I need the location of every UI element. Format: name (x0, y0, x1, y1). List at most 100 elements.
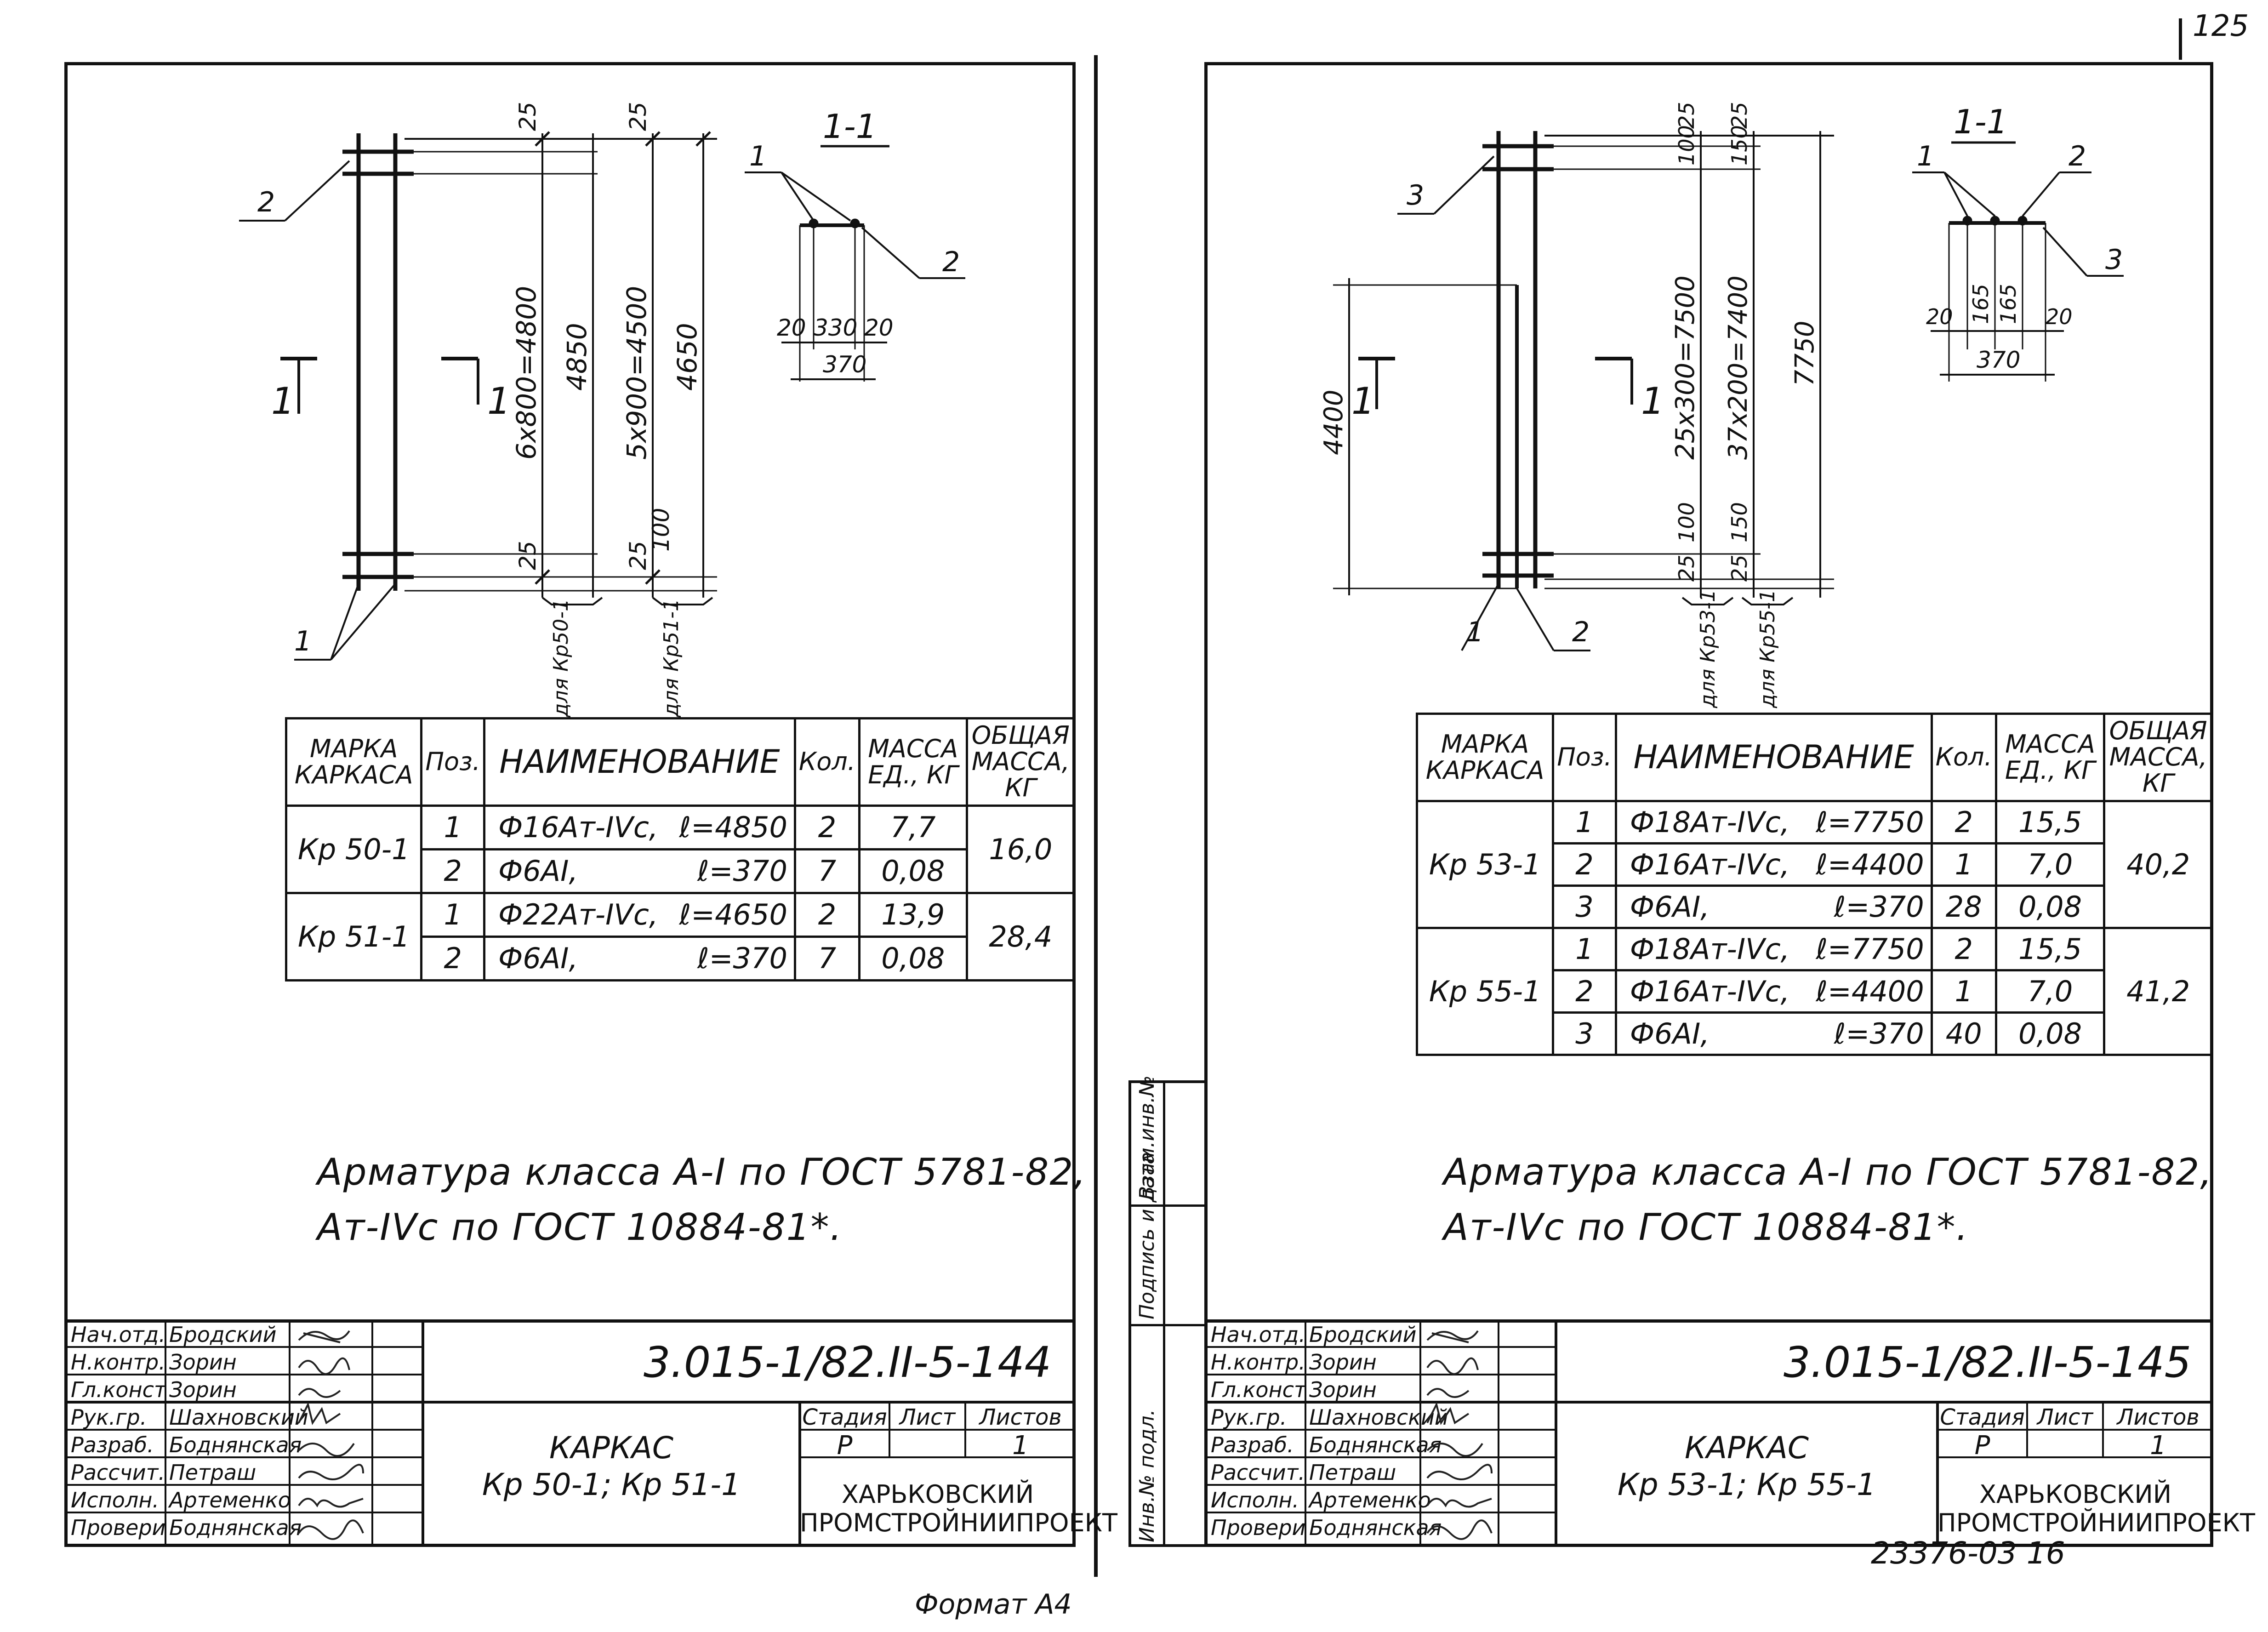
tb-role: Проверил (71, 1515, 165, 1540)
right-sheet-header: Лист (2037, 1404, 2093, 1430)
left-spec-table: МАРКА КАРКАСА Поз. НАИМЕНОВАНИЕ Кол. МАС… (285, 717, 1076, 981)
note-line-2: Ат-IVс по ГОСТ 10884-81*. (317, 1206, 843, 1249)
table-cell-pos: 2 (1552, 969, 1617, 1014)
tb-name: Бродский (1309, 1322, 1417, 1347)
bar-length: ℓ=4400 (1816, 847, 1924, 881)
bar-spec: Ф16Ат-IVс, (1630, 847, 1790, 881)
tb-role: Нач.отд. (71, 1322, 165, 1347)
right-dim-v4: 4400 (1319, 389, 1349, 455)
right-dim-sec-c: 165 (1996, 284, 2021, 324)
table-cell-qty: 28 (1930, 884, 1997, 929)
bar-spec: Ф6АI, (1630, 1016, 1710, 1050)
title-line-2: Кр 53-1; Кр 55-1 (1617, 1467, 1876, 1502)
right-dim-t1: 100 (1674, 125, 1699, 165)
table-cell-name: Ф18Ат-IVс,ℓ=7750 (1614, 800, 1933, 845)
col-header-mass: МАССА ЕД., КГ (1994, 713, 2106, 802)
page-number: 125 (2193, 9, 2249, 43)
bar-length: ℓ=4650 (679, 898, 787, 932)
tb-name: Шахновский (1309, 1405, 1448, 1430)
table-cell-mass: 0,08 (1994, 1011, 2106, 1056)
col-header-mass: МАССА ЕД., КГ (858, 717, 968, 807)
tb-role: Разраб. (1211, 1432, 1294, 1457)
table-cell-total: 28,4 (965, 892, 1076, 981)
col-header-qty: Кол. (1930, 713, 1997, 802)
table-cell-mass: 13,9 (858, 892, 968, 938)
bar-length: ℓ=370 (697, 854, 787, 888)
right-dim-t3: 150 (1727, 125, 1752, 165)
table-cell-pos: 1 (1552, 800, 1617, 845)
bar-length: ℓ=7750 (1816, 805, 1924, 839)
left-dim-sec-c: 20 (864, 314, 894, 341)
right-dim-sec-b: 165 (1968, 284, 1993, 324)
table-cell-mass: 0,08 (858, 936, 968, 981)
side-stamp (1128, 1080, 1204, 1547)
right-pointer-2: 2 (1572, 616, 1590, 648)
table-cell-pos: 1 (420, 892, 485, 938)
right-cut-mark-a: 1 (1351, 380, 1375, 422)
table-cell-pos: 1 (420, 805, 485, 850)
col-header-name: НАИМЕНОВАНИЕ (483, 717, 796, 807)
right-sec-pointer-2: 2 (2069, 140, 2086, 172)
bar-spec: Ф18Ат-IVс, (1630, 932, 1790, 966)
right-dim-sec-total: 370 (1977, 347, 2020, 373)
note-line-2: Ат-IVс по ГОСТ 10884-81*. (1443, 1206, 1969, 1249)
left-dim-v2: 4850 (561, 323, 593, 391)
right-stage-value: Р (1974, 1431, 1990, 1461)
right-section-mark: 1-1 (1954, 103, 2008, 141)
left-dim-sec-total: 370 (823, 351, 866, 378)
table-cell-mass: 0,08 (858, 848, 968, 894)
left-note: Арматура класса А-I по ГОСТ 5781-82, Ат-… (317, 1145, 1087, 1255)
left-sec-pointer-2: 2 (942, 246, 960, 278)
right-sec-pointer-3: 3 (2105, 244, 2123, 276)
left-pointer-2: 2 (257, 186, 275, 218)
tb-name: Артеменко (1309, 1488, 1431, 1512)
table-cell-name: Ф18Ат-IVс, ℓ=7750 (1614, 927, 1933, 971)
table-cell-mass: 7,7 (858, 805, 968, 850)
tb-role: Исполн. (71, 1488, 160, 1512)
table-cell-qty: 7 (793, 848, 860, 894)
right-dim-b4: 150 (1727, 502, 1752, 542)
table-cell-total: 41,2 (2103, 927, 2213, 1056)
bar-length: ℓ=7750 (1816, 932, 1924, 966)
tb-role: Разраб. (71, 1432, 154, 1457)
table-cell-qty: 2 (793, 892, 860, 938)
bar-length: ℓ=370 (1834, 1016, 1924, 1050)
right-sec-pointer-1: 1 (1917, 140, 1934, 172)
bar-length: ℓ=370 (1834, 890, 1924, 924)
archive-number: 23376-03 16 (1871, 1535, 2065, 1571)
tb-role: Исполн. (1211, 1488, 1299, 1512)
left-cut-mark-a: 1 (271, 380, 295, 422)
right-dim-t4: 25 (1727, 102, 1752, 129)
table-cell-total: 16,0 (965, 805, 1076, 894)
table-cell-mass: 0,08 (1994, 884, 2106, 929)
right-for-1: для Кр53-1 (1696, 589, 1720, 708)
bar-length: ℓ=370 (697, 942, 787, 976)
title-line-1: КАРКАС (549, 1430, 673, 1466)
table-cell-qty: 2 (793, 805, 860, 850)
right-sheets-header: Листов (2117, 1404, 2200, 1430)
right-dim-t2: 25 (1674, 102, 1699, 129)
bar-spec: Ф16Ат-IVс, (1630, 974, 1790, 1008)
left-dim-bot2: 25 (625, 541, 651, 570)
right-stage-header: Стадия (1940, 1404, 2025, 1430)
tb-name: Боднянская (1309, 1432, 1442, 1457)
tb-name: Боднянская (1309, 1515, 1442, 1540)
tb-role: Проверил (1211, 1515, 1305, 1540)
col-header-total: ОБЩАЯ МАССА, КГ (965, 717, 1076, 807)
left-dim-v1: 6x800=4800 (511, 286, 542, 460)
tb-role: Рассчит. (1211, 1460, 1305, 1485)
table-cell-mark: Кр 50-1 (285, 805, 423, 894)
org-line-2: ПРОМСТРОЙНИИПРОЕКТ (800, 1508, 1117, 1537)
right-for-2: для Кр55-1 (1756, 589, 1779, 708)
right-sheets-value: 1 (2150, 1431, 2166, 1461)
tb-name: Шахновский (169, 1405, 308, 1430)
left-dim-top2: 25 (625, 102, 651, 131)
table-cell-total: 40,2 (2103, 800, 2213, 929)
left-pointer-1: 1 (294, 625, 312, 657)
table-cell-qty: 1 (1930, 969, 1997, 1014)
tb-name: Бродский (169, 1322, 277, 1347)
left-org: ХАРЬКОВСКИЙ ПРОМСТРОЙНИИПРОЕКТ (800, 1480, 1117, 1537)
col-header-total: ОБЩАЯ МАССА, КГ (2103, 713, 2213, 802)
left-sheet-header: Лист (899, 1404, 956, 1430)
